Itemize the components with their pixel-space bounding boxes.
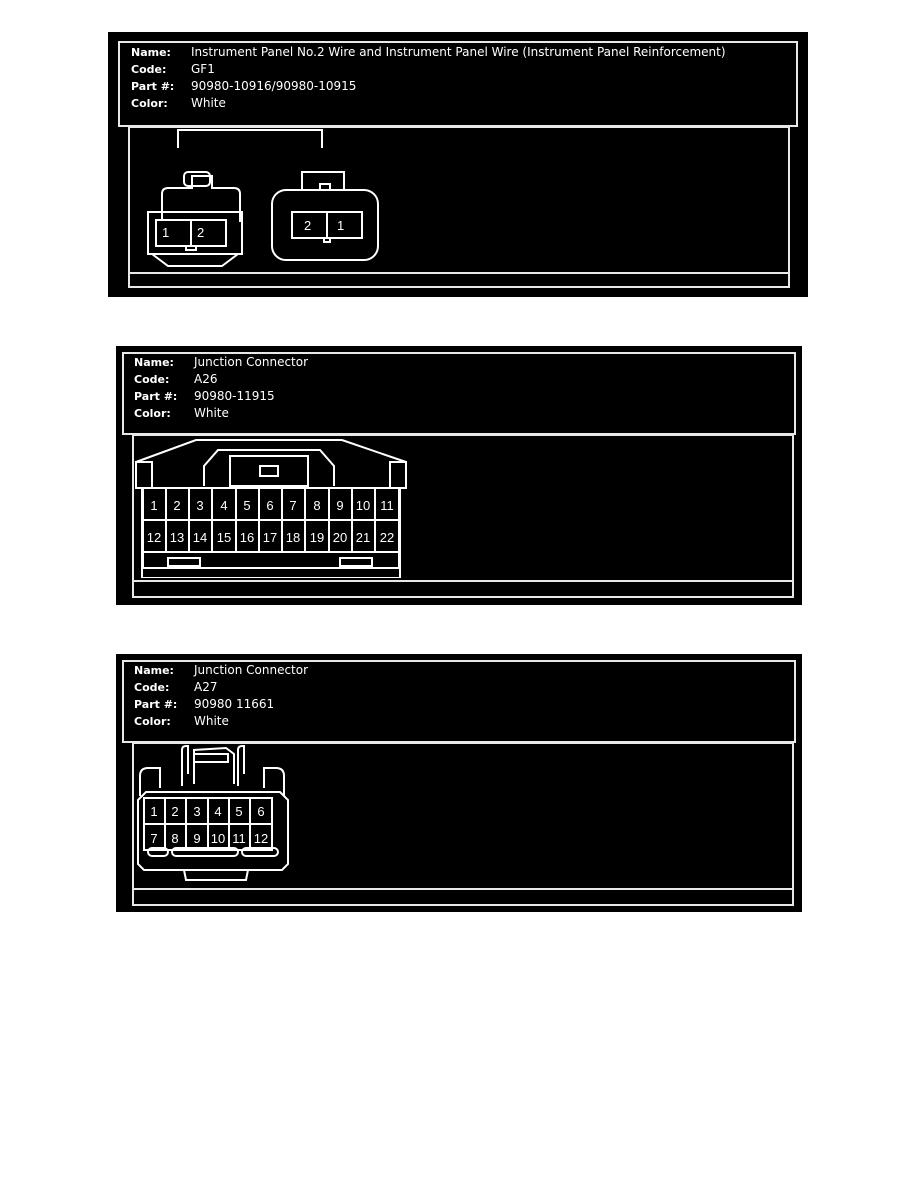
pin-a26-8: 8: [313, 498, 320, 513]
bottom-strip: [128, 272, 790, 288]
gf1-connector-diagram: 1 2 2 1: [147, 129, 379, 267]
pin-a27-8: 8: [171, 831, 178, 846]
connector-panel-a26: Name: Junction Connector Code: A26 Part #:…: [116, 346, 802, 605]
pin-a27-3: 3: [193, 804, 200, 819]
name-value: Junction Connector: [194, 663, 309, 677]
pin-a26-1: 1: [150, 498, 157, 513]
pin-a26-14: 14: [193, 530, 207, 545]
code-label: Code:: [134, 681, 170, 694]
pin-a27-5: 5: [235, 804, 242, 819]
part-value: 90980-10916/90980-10915: [191, 79, 357, 93]
pin-a27-7: 7: [150, 831, 157, 846]
bottom-strip: [132, 580, 794, 598]
code-value: GF1: [191, 62, 215, 76]
pin-a26-21: 21: [356, 530, 370, 545]
pin-a27-4: 4: [214, 804, 221, 819]
part-value: 90980 11661: [194, 697, 275, 711]
code-label: Code:: [131, 63, 167, 76]
pin-a26-6: 6: [266, 498, 273, 513]
pin-a26-3: 3: [196, 498, 203, 513]
name-value: Instrument Panel No.2 Wire and Instrumen…: [191, 45, 726, 59]
connector-panel-gf1: Name: Instrument Panel No.2 Wire and Inst…: [108, 32, 808, 297]
code-label: Code:: [134, 373, 170, 386]
name-label: Name:: [134, 356, 174, 369]
part-label: Part #:: [134, 390, 178, 403]
connector-info: Name: Junction Connector Code: A27 Part #:…: [134, 662, 308, 730]
pin-a26-13: 13: [170, 530, 184, 545]
color-label: Color:: [134, 407, 171, 420]
pin-a26-9: 9: [336, 498, 343, 513]
pin-a27-6: 6: [257, 804, 264, 819]
pin-gf1-left-2: 2: [197, 225, 204, 240]
connector-panel-a27: Name: Junction Connector Code: A27 Part #:…: [116, 654, 802, 912]
pin-a26-12: 12: [147, 530, 161, 545]
code-value: A26: [194, 372, 218, 386]
code-value: A27: [194, 680, 218, 694]
pin-a27-1: 1: [150, 804, 157, 819]
color-value: White: [191, 96, 226, 110]
name-label: Name:: [131, 46, 171, 59]
color-value: White: [194, 714, 229, 728]
pin-a26-16: 16: [240, 530, 254, 545]
a27-pin-grid-svg: 1 2 3 4 5 6 7 8 9 10 11 12: [143, 797, 273, 851]
name-value: Junction Connector: [194, 355, 309, 369]
pin-a26-15: 15: [217, 530, 231, 545]
pin-a26-10: 10: [356, 498, 370, 513]
pin-a26-2: 2: [173, 498, 180, 513]
pin-a26-18: 18: [286, 530, 300, 545]
connector-info: Name: Junction Connector Code: A26 Part #:…: [134, 354, 308, 422]
name-label: Name:: [134, 664, 174, 677]
pin-a27-10: 10: [211, 831, 225, 846]
color-label: Color:: [134, 715, 171, 728]
pin-a26-22: 22: [380, 530, 394, 545]
pin-a27-12: 12: [254, 831, 268, 846]
pin-a26-4: 4: [220, 498, 227, 513]
a26-pin-grid-svg: 1 2 3 4 5 6 7 8 9 10 11 12 13 14 15 16 1…: [142, 487, 400, 569]
part-label: Part #:: [131, 80, 175, 93]
pin-gf1-right-2: 2: [304, 218, 311, 233]
pin-a27-2: 2: [171, 804, 178, 819]
pin-a26-20: 20: [333, 530, 347, 545]
pin-gf1-right-1: 1: [337, 218, 344, 233]
bottom-strip: [132, 888, 794, 906]
pin-a26-19: 19: [310, 530, 324, 545]
a27-connector-diagram: [137, 745, 289, 881]
pin-a27-9: 9: [193, 831, 200, 846]
connector-info: Name: Instrument Panel No.2 Wire and Inst…: [131, 44, 726, 112]
pin-a26-11: 11: [380, 498, 394, 513]
color-value: White: [194, 406, 229, 420]
pin-a26-5: 5: [243, 498, 250, 513]
part-label: Part #:: [134, 698, 178, 711]
pin-gf1-left-1: 1: [162, 225, 169, 240]
pin-a27-11: 11: [232, 831, 246, 846]
pin-a26-7: 7: [289, 498, 296, 513]
part-value: 90980-11915: [194, 389, 275, 403]
pin-a26-17: 17: [263, 530, 277, 545]
color-label: Color:: [131, 97, 168, 110]
